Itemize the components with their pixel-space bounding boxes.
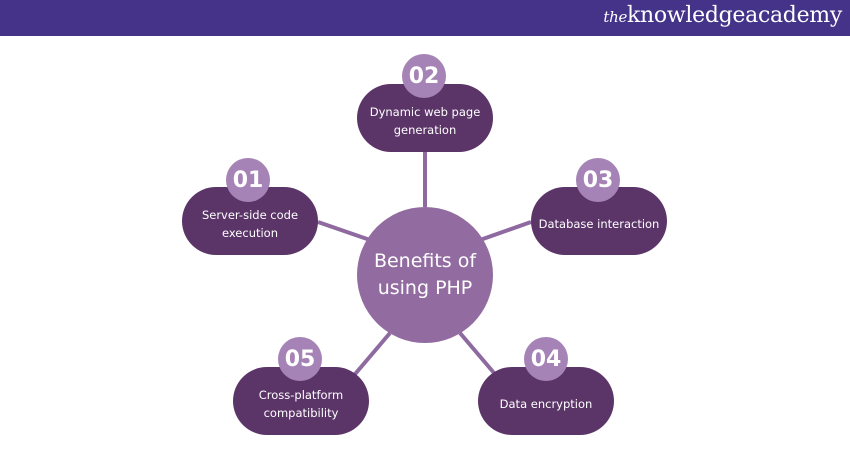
benefit-04-badge: 04 [524, 337, 568, 381]
benefit-05-box: Cross-platform compatibility [233, 367, 369, 435]
benefit-05-badge: 05 [278, 337, 322, 381]
benefit-03-badge: 03 [576, 158, 620, 202]
benefit-02-badge: 02 [402, 54, 446, 98]
header-bar: theknowledgeacademy [0, 0, 850, 36]
brand-logo: theknowledgeacademy [603, 3, 842, 28]
connector-05 [348, 331, 392, 382]
center-topic: Benefits of using PHP [357, 207, 493, 343]
connector-01 [317, 220, 371, 242]
connector-03 [479, 220, 532, 242]
benefit-01-badge: 01 [226, 158, 270, 202]
